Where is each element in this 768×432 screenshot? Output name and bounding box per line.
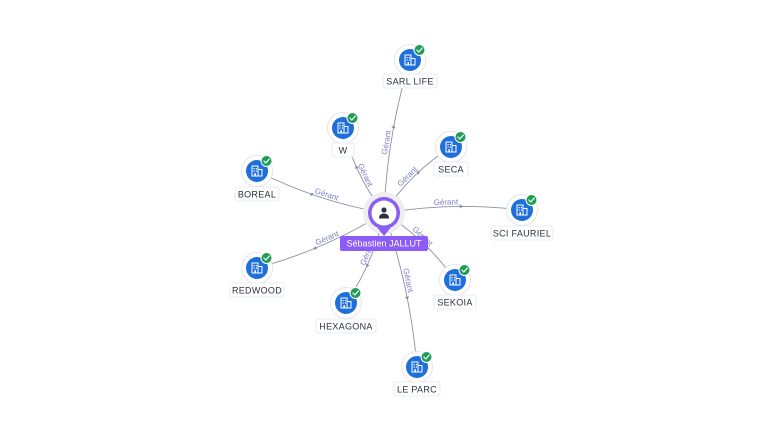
- check-badge-icon: [420, 351, 433, 363]
- company-node-boreal[interactable]: BOREAL: [234, 155, 280, 202]
- center-person-name: Sébastien JALLUT: [346, 239, 422, 249]
- company-node-sarl-life[interactable]: SARL LIFE: [382, 44, 438, 89]
- edge-label-sarl-life: Gérant: [380, 129, 393, 155]
- building-icon: [340, 297, 352, 309]
- company-node-seca[interactable]: SECA: [433, 131, 469, 177]
- check-badge-icon: [413, 44, 426, 56]
- company-label-box: [315, 318, 377, 334]
- edge-arrow-w: [355, 165, 359, 170]
- company-label-box: [229, 282, 285, 298]
- check-badge-icon: [260, 155, 273, 167]
- edge-label-redwood: Gérant: [314, 229, 341, 247]
- center-inner: [371, 200, 397, 226]
- company-label-le-parc: LE PARC: [397, 385, 437, 395]
- person-icon: [379, 207, 389, 219]
- company-label-box: [433, 161, 469, 177]
- edge-label-sci-fauriel: Gérant: [434, 197, 459, 207]
- company-node-sekoia[interactable]: SEKOIA: [433, 264, 477, 310]
- edge-arrow-seca: [415, 170, 420, 175]
- company-label-sekoia: SEKOIA: [437, 298, 472, 308]
- company-label-sci-fauriel: SCI FAURIEL: [493, 229, 551, 239]
- edge-arrow-sarl-life: [391, 124, 396, 129]
- check-badge-icon: [454, 131, 467, 143]
- company-label-box: [490, 225, 554, 241]
- building-icon: [445, 141, 457, 153]
- company-label-boreal: BOREAL: [238, 190, 276, 200]
- building-icon: [251, 262, 263, 274]
- company-label-box: [234, 186, 280, 202]
- edge-arrow-le-parc: [405, 296, 409, 301]
- edge-label-seca: Gérant: [396, 164, 420, 188]
- center-marker-pin: [376, 226, 392, 236]
- company-label-hexagona: HEXAGONA: [319, 322, 372, 332]
- building-icon: [411, 361, 423, 373]
- building-icon: [337, 122, 349, 134]
- center-person-node[interactable]: Sébastien JALLUT: [340, 192, 428, 251]
- company-label-box: [382, 73, 438, 89]
- edge-arrow-boreal: [309, 192, 314, 197]
- company-node-hexagona[interactable]: HEXAGONA: [315, 287, 377, 334]
- nodes-layer: SARL LIFE W SECA BOREAL SCI FAURIEL REDWOOD SE…: [229, 44, 554, 397]
- check-badge-icon: [349, 287, 362, 299]
- edge-label-w: Gérant: [356, 162, 375, 189]
- company-node-le-parc[interactable]: LE PARC: [393, 351, 441, 397]
- check-badge-icon: [346, 112, 359, 124]
- company-label-sarl-life: SARL LIFE: [386, 77, 433, 87]
- company-label-w: W: [339, 146, 348, 156]
- building-icon: [251, 165, 263, 177]
- company-node-sci-fauriel[interactable]: SCI FAURIEL: [490, 194, 554, 241]
- building-icon: [404, 54, 416, 66]
- check-badge-icon: [458, 264, 471, 276]
- company-node-w[interactable]: W: [327, 112, 359, 158]
- edge-arrow-sci-fauriel: [459, 204, 464, 209]
- company-node-redwood[interactable]: REDWOOD: [229, 252, 285, 298]
- check-badge-icon: [260, 252, 273, 264]
- company-label-box: [393, 381, 441, 397]
- company-label-redwood: REDWOOD: [232, 286, 282, 296]
- company-label-box: [433, 294, 477, 310]
- edge-arrow-hexagona: [365, 263, 370, 268]
- building-icon: [516, 204, 528, 216]
- check-badge-icon: [525, 194, 538, 206]
- edge-label-boreal: Gérant: [314, 186, 341, 202]
- company-label-seca: SECA: [438, 165, 464, 175]
- edge-arrow-redwood: [312, 245, 317, 250]
- company-label-box: [331, 142, 355, 158]
- center-label-box: [340, 236, 428, 251]
- building-icon: [449, 274, 461, 286]
